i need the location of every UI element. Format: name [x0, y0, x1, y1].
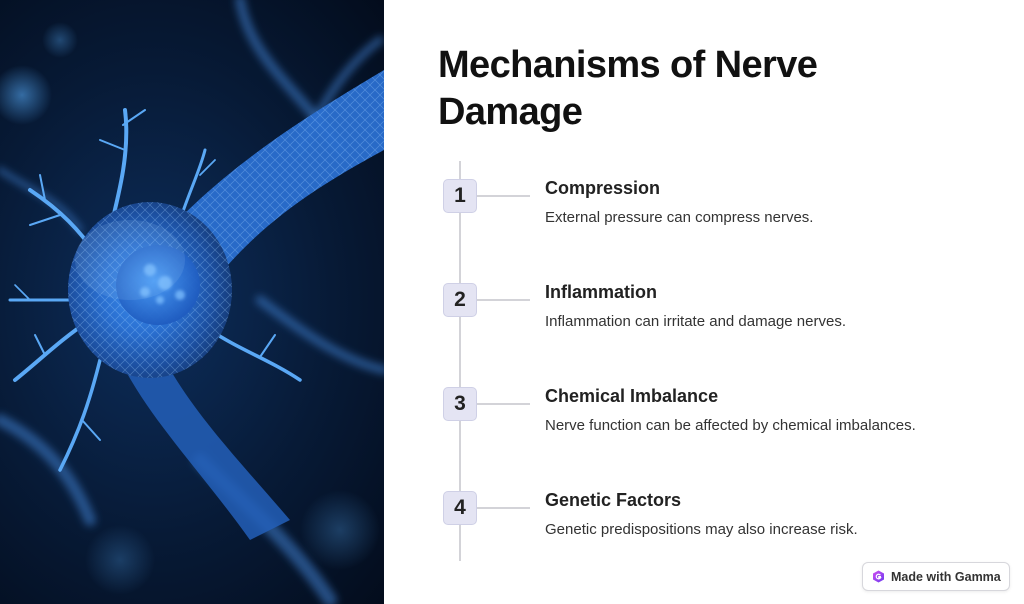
gamma-logo-icon [872, 570, 885, 583]
step-number-badge: 1 [443, 179, 477, 213]
step-inflammation: 2 Inflammation Inflammation can irritate… [443, 282, 1003, 363]
step-chemical-imbalance: 3 Chemical Imbalance Nerve function can … [443, 386, 1003, 467]
step-compression: 1 Compression External pressure can comp… [443, 178, 1003, 259]
step-description: Genetic predispositions may also increas… [545, 521, 858, 538]
step-title: Inflammation [545, 282, 658, 302]
step-number-badge: 3 [443, 387, 477, 421]
step-description: Nerve function can be affected by chemic… [545, 417, 916, 434]
made-with-gamma-button[interactable]: Made with Gamma [862, 562, 1010, 591]
step-connector [477, 299, 530, 301]
step-description: Inflammation can irritate and damage ner… [545, 313, 846, 330]
step-genetic-factors: 4 Genetic Factors Genetic predisposition… [443, 490, 1003, 571]
page-title: Mechanisms of Nerve Damage [438, 44, 818, 133]
step-description: External pressure can compress nerves. [545, 209, 814, 226]
step-title: Genetic Factors [545, 490, 682, 510]
step-number-badge: 2 [443, 283, 477, 317]
step-title: Compression [545, 178, 661, 198]
step-connector [477, 403, 530, 405]
step-connector [477, 507, 530, 509]
step-connector [477, 195, 530, 197]
made-with-gamma-label: Made with Gamma [891, 569, 1001, 584]
nerve-cell-image [0, 0, 384, 604]
timeline-line [459, 161, 461, 561]
content-panel: Mechanisms of Nerve Damage 1 Compression… [384, 0, 1024, 604]
step-title: Chemical Imbalance [545, 386, 719, 406]
step-number-badge: 4 [443, 491, 477, 525]
